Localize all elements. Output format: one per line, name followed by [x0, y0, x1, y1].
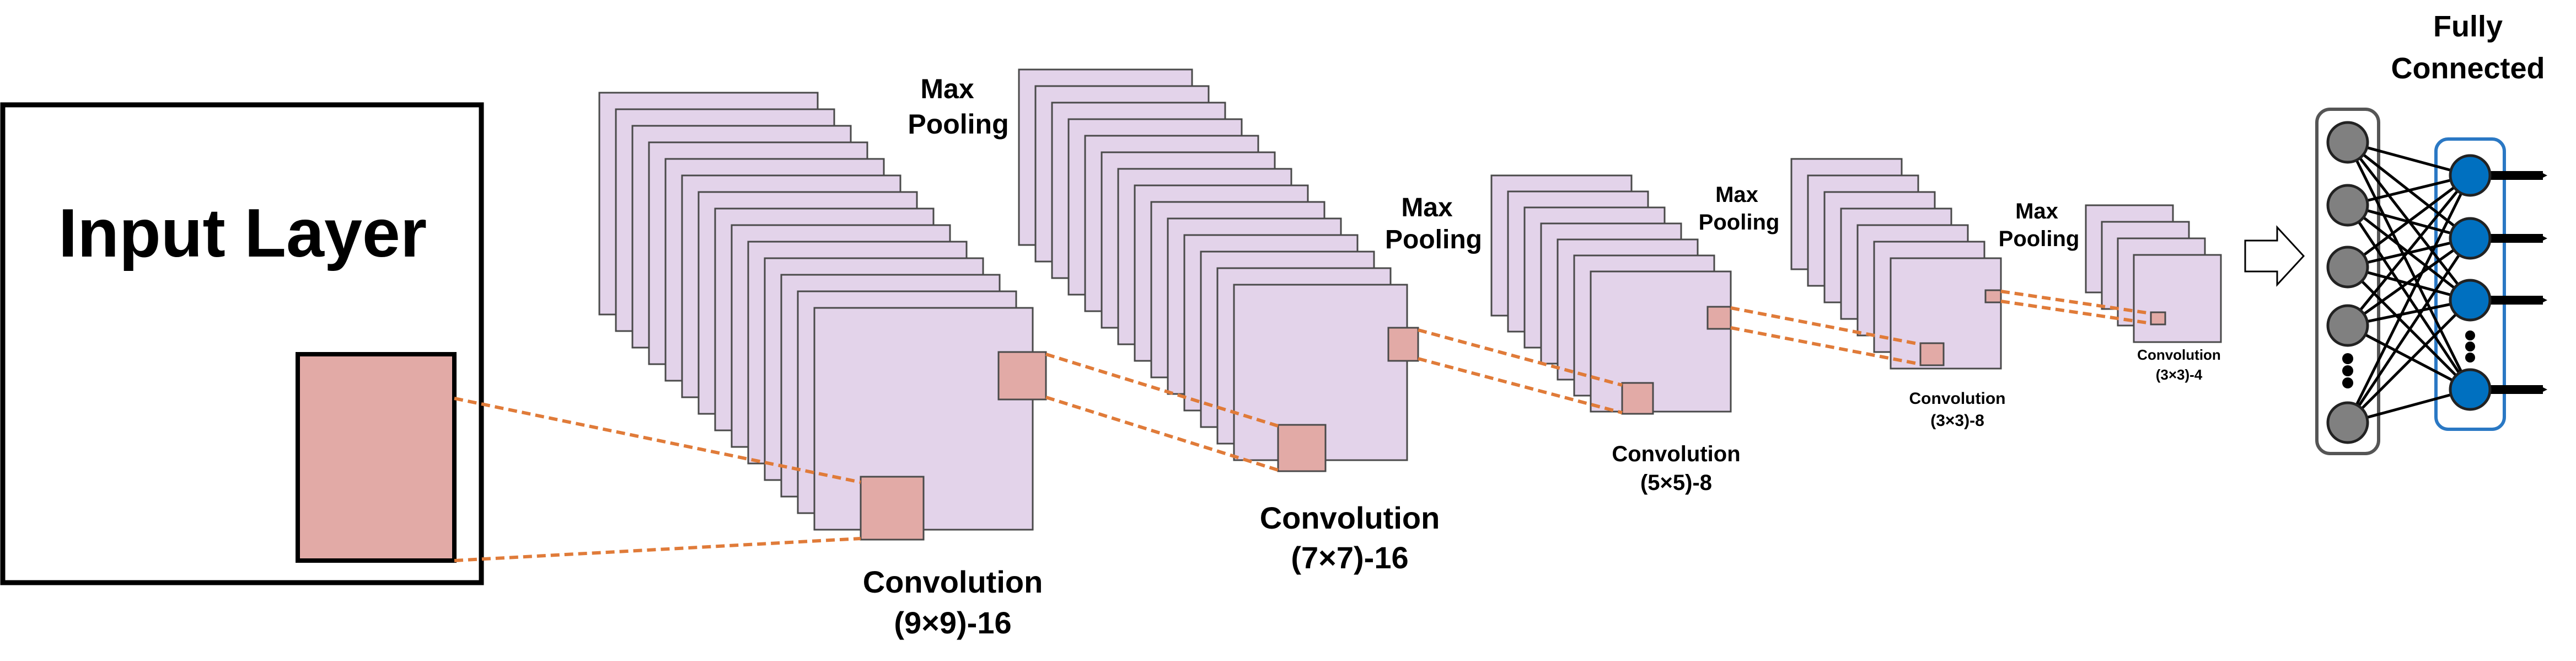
pool4-label: Max Pooling: [1999, 199, 2080, 251]
fc-edge: [2347, 237, 2471, 327]
fc-input-neuron: [2326, 304, 2369, 347]
pool1-label-line2: Pooling: [908, 109, 1008, 140]
fully-connected-title: Fully Connected: [2391, 10, 2545, 85]
pool2-label-line2: Pooling: [1385, 225, 1482, 254]
conv3-label-line2: (5×5)-8: [1640, 471, 1712, 495]
fc-input-neuron: [2326, 401, 2369, 444]
fc-edge: [2347, 324, 2471, 391]
pool2-label: Max Pooling: [1385, 193, 1482, 254]
pool3-label-line1: Max: [1715, 183, 1758, 207]
fc-edge: [2347, 299, 2471, 424]
conv1-label-line2: (9×9)-16: [894, 605, 1011, 640]
pool4-label-line2: Pooling: [1999, 227, 2080, 251]
fc-input-neuron: [2326, 184, 2369, 227]
feature-map: [2133, 254, 2222, 343]
conv5-label: Convolution (3×3)-4: [2137, 347, 2221, 383]
conv3-label: Convolution (5×5)-8: [1612, 442, 1740, 495]
fc-input-neuron: [2326, 121, 2369, 164]
fc-neurons: [2326, 121, 2547, 444]
fc-edge: [2347, 174, 2471, 327]
input-layer: Input Layer: [0, 102, 484, 585]
pool1-label-line1: Max: [920, 73, 974, 104]
fc-output-neuron: [2449, 217, 2492, 260]
input-receptive-field: [296, 352, 457, 563]
conv1-label: Convolution (9×9)-16: [863, 564, 1043, 640]
pool3-label: Max Pooling: [1699, 183, 1780, 234]
fc-edge: [2346, 237, 2472, 424]
conv3-kernel: [1621, 382, 1654, 415]
conv2-label-line2: (7×7)-16: [1291, 540, 1408, 575]
conv2-feature-map-stack: [1018, 68, 1408, 461]
pool3-label-line2: Pooling: [1699, 210, 1780, 234]
conv1-kernel: [860, 476, 925, 541]
fc-output-ellipsis-dot: [2465, 330, 2475, 340]
fc-output-ellipsis-dot: [2465, 353, 2475, 363]
fc-edge: [2346, 141, 2472, 391]
fc-output-neuron: [2449, 154, 2492, 197]
conv3-feature-map-stack: [1490, 174, 1732, 413]
fc-title-line2: Connected: [2391, 52, 2545, 85]
fc-input-ellipsis-dot: [2342, 353, 2353, 364]
conv4-kernel: [1919, 342, 1945, 366]
fc-output-neuron: [2449, 368, 2492, 411]
conv2-pool-kernel: [1387, 327, 1419, 362]
conv1-label-line1: Convolution: [863, 564, 1043, 599]
fc-input-neuron: [2326, 246, 2369, 289]
feature-map: [1590, 270, 1732, 413]
pool2-label-line1: Max: [1401, 193, 1453, 222]
conv2-label: Convolution (7×7)-16: [1260, 500, 1440, 575]
conv3-label-line1: Convolution: [1612, 442, 1740, 466]
feature-map: [1890, 257, 2002, 370]
conv4-label-line1: Convolution: [1909, 390, 2006, 408]
fc-input-ellipsis-dot: [2342, 377, 2353, 388]
input-layer-label: Input Layer: [58, 195, 427, 271]
conv2-kernel: [1277, 424, 1327, 472]
conv5-label-line2: (3×3)-4: [2156, 366, 2203, 383]
fc-title-line1: Fully: [2433, 10, 2503, 43]
conv4-feature-map-stack: [1790, 158, 2002, 370]
fc-input-ellipsis-dot: [2342, 365, 2353, 376]
conv5-feature-map-stack: [2085, 204, 2222, 343]
fc-output-neuron: [2449, 279, 2492, 322]
conv5-label-line1: Convolution: [2137, 347, 2221, 363]
fc-edge: [2346, 174, 2472, 424]
pool1-label: Max Pooling: [908, 73, 1008, 140]
conv1-feature-map-stack: [598, 92, 1034, 531]
conv5-kernel: [2150, 311, 2166, 326]
receptive-field-connectors: [454, 290, 2151, 562]
conv4-label: Convolution (3×3)-8: [1909, 390, 2006, 430]
flatten-arrow-icon: [2244, 225, 2305, 287]
fc-edge: [2347, 174, 2471, 269]
conv2-label-line1: Convolution: [1260, 500, 1440, 535]
conv4-pool-kernel: [1984, 289, 2002, 303]
fc-output-ellipsis-dot: [2465, 342, 2475, 351]
conv4-label-line2: (3×3)-8: [1930, 412, 1984, 430]
conv3-pool-kernel: [1706, 306, 1732, 330]
pool4-label-line1: Max: [2015, 199, 2058, 223]
conv1-pool-kernel: [997, 351, 1047, 401]
